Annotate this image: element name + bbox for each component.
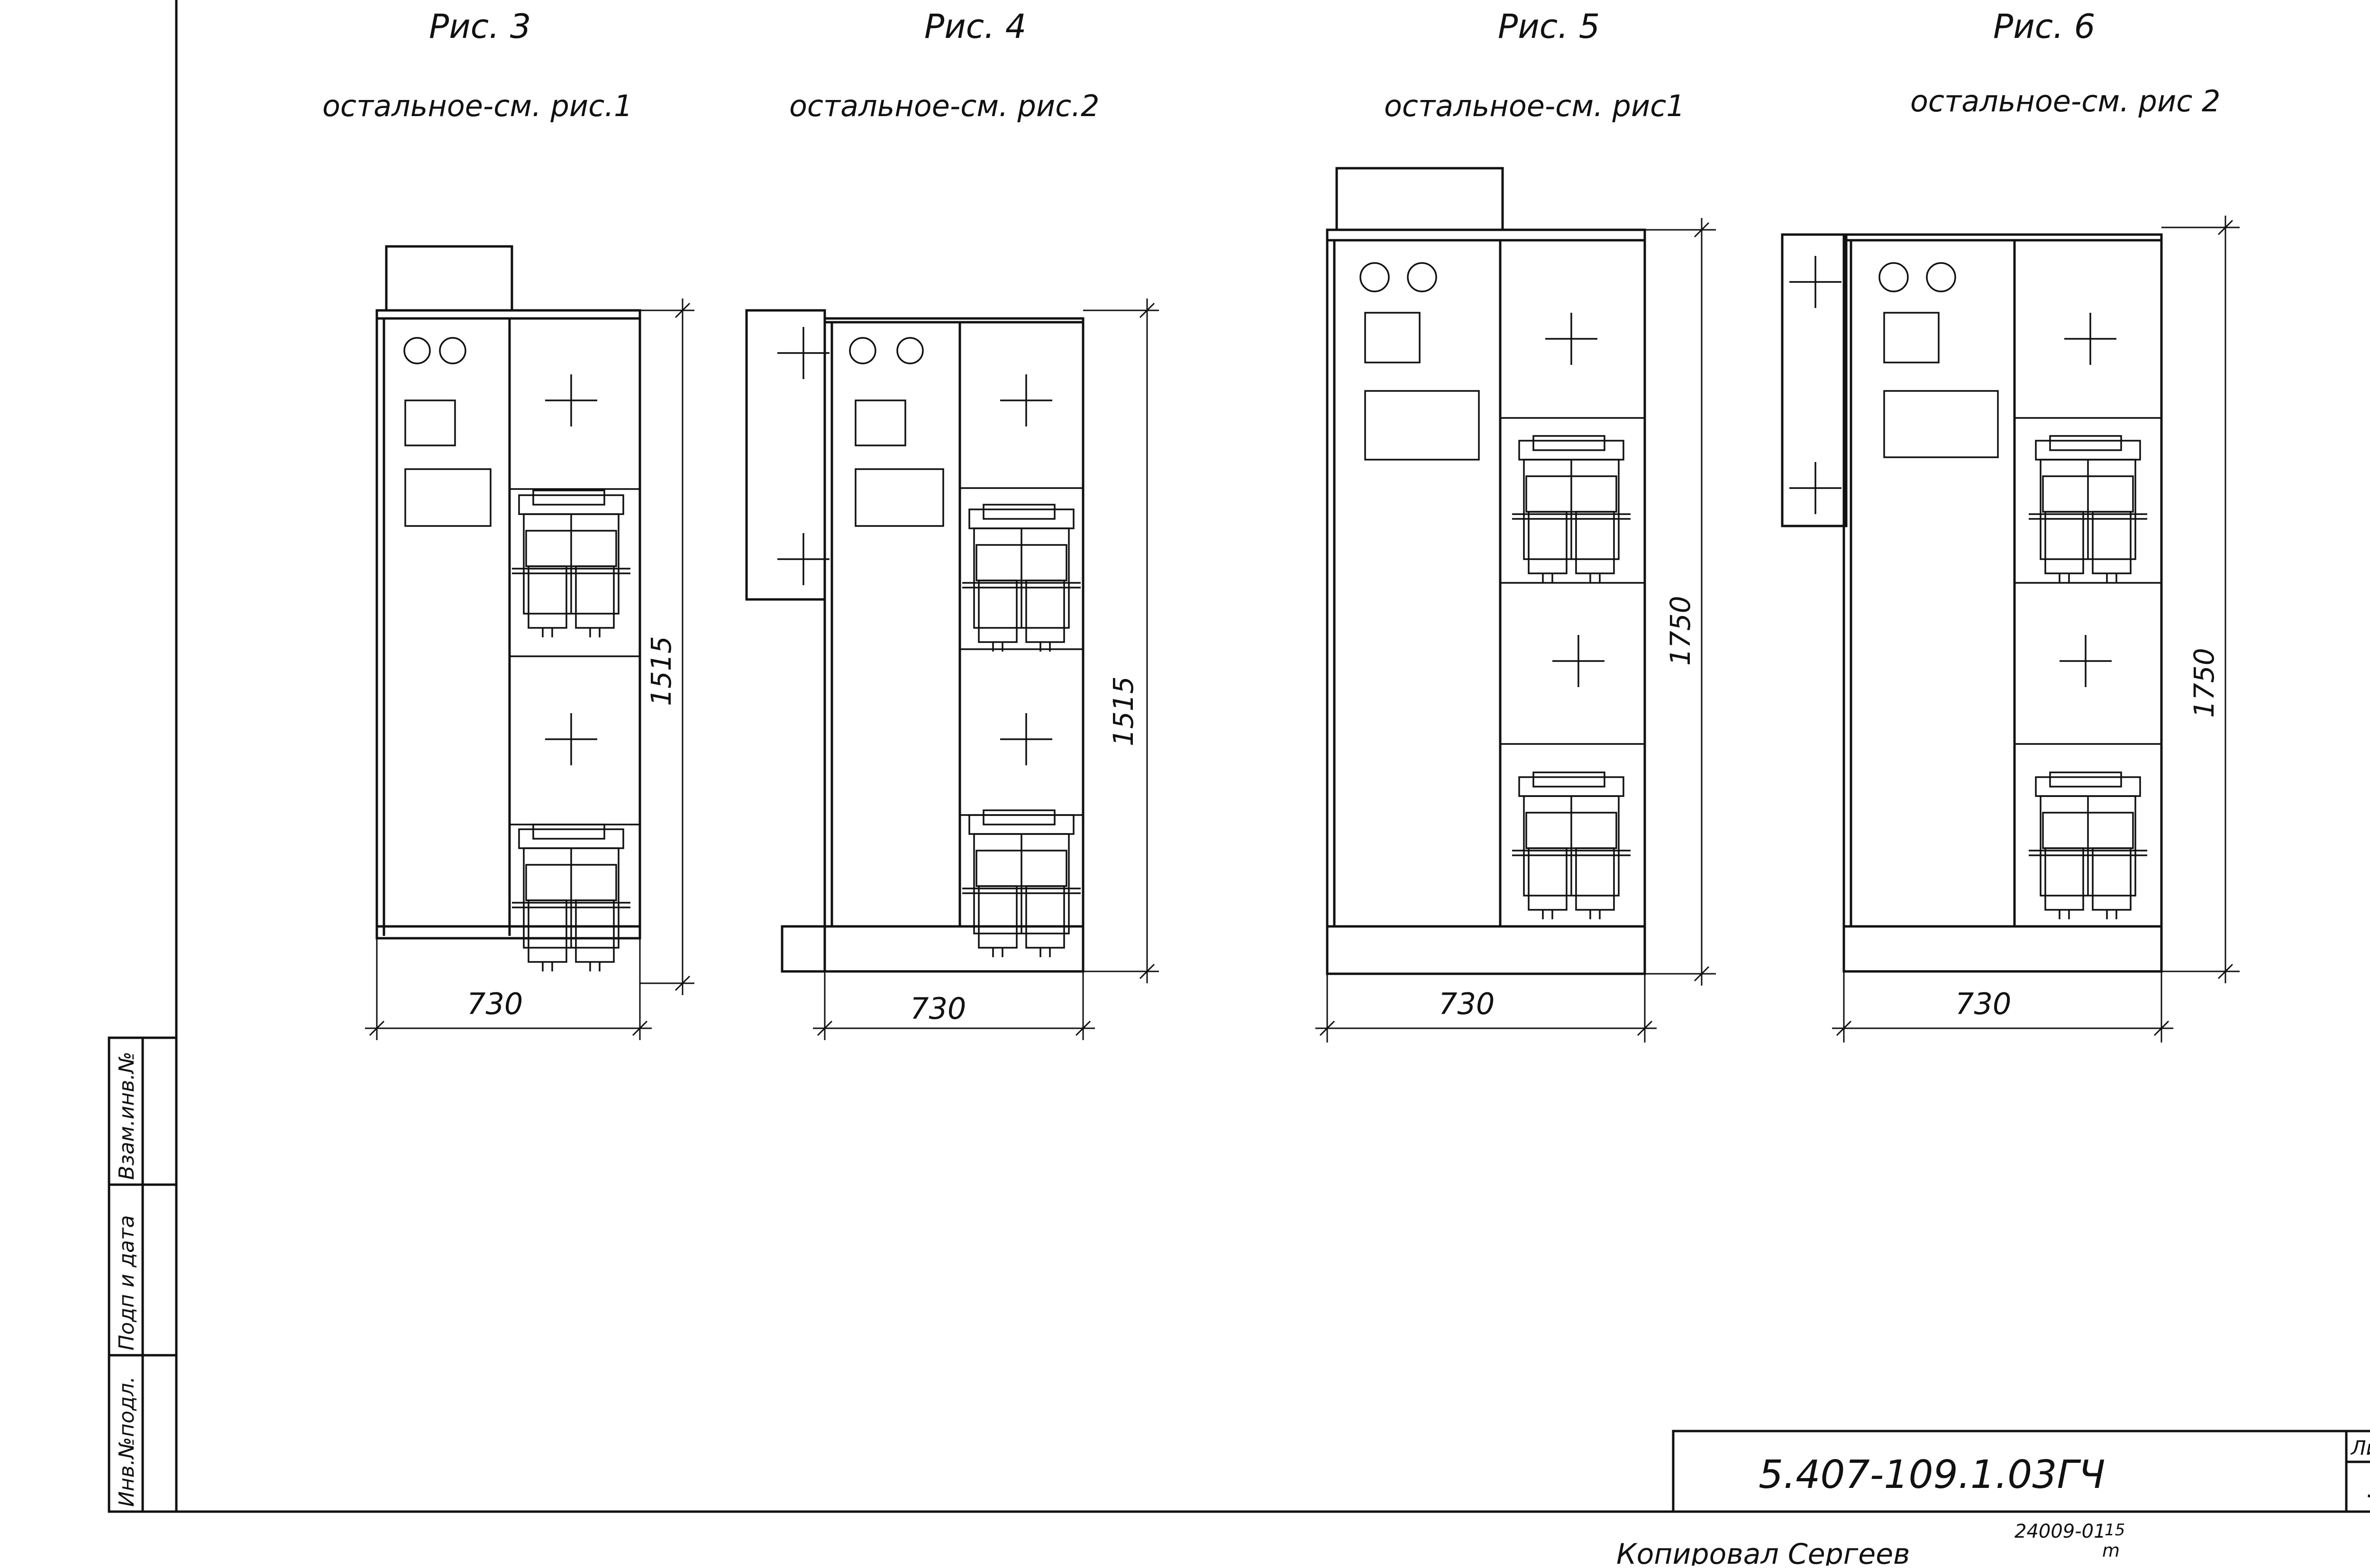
figure-6: Рис. 6 остальное-см. рис 2 [1781, 7, 2240, 1042]
figure-5-width-label: 730 [1439, 987, 1495, 1021]
figure-4-title: Рис. 4 [924, 7, 1026, 46]
figure-3-height-label: 1515 [645, 636, 677, 706]
side-stamp: Инв.№подл. Подп и дата Взам.инв.№ [108, 1036, 178, 1513]
figure-4: Рис. 4 остальное-см. рис.2 [745, 7, 1159, 1040]
stamp-inv-label: Инв.№подл. [115, 1376, 139, 1507]
footer: Копировал Сергеев 24009-01 15 m [1616, 1521, 2125, 1568]
figure-6-dimensions [1832, 216, 2240, 1042]
cabinet-6-drawing [1781, 233, 2163, 973]
figure-4-height-label: 1515 [1107, 676, 1139, 746]
stamp-sign-label: Подп и дата [115, 1215, 139, 1350]
figure-6-width-label: 730 [1955, 987, 2011, 1021]
figure-3-dimensions [365, 299, 694, 1040]
figure-5-height-label: 1750 [1664, 596, 1696, 666]
footer-copied-by: Копировал Сергеев [1616, 1538, 1910, 1566]
sheet-label: Лист [2350, 1436, 2370, 1459]
cabinet-5-drawing [1326, 167, 1646, 975]
stamp-replace-label: Взам.инв.№ [115, 1051, 139, 1180]
figure-3: Рис. 3 остальное-см. рис.1 [322, 7, 694, 1040]
cabinet-4-drawing [745, 309, 1085, 973]
document-number: 5.407-109.1.03ГЧ [1759, 1452, 2105, 1497]
figure-5-dimensions [1315, 218, 1716, 1042]
footer-order-number: 24009-01 [2014, 1521, 2106, 1542]
figure-6-note: остальное-см. рис 2 [1910, 84, 2220, 118]
footer-suffix: 15 [2105, 1521, 2125, 1540]
figure-6-title: Рис. 6 [1993, 7, 2095, 46]
figure-3-title: Рис. 3 [429, 7, 531, 46]
figure-6-height-label: 1750 [2188, 648, 2220, 718]
footer-suffix-sub: m [2102, 1540, 2120, 1561]
sheet-number: 3 [2368, 1471, 2370, 1505]
figure-4-dimensions [813, 299, 1159, 1040]
figure-4-note: остальное-см. рис.2 [789, 89, 1099, 123]
figure-3-note: остальное-см. рис.1 [322, 89, 632, 123]
title-block: 5.407-109.1.03ГЧ Лист 3 [1672, 1430, 2370, 1513]
figure-3-width-label: 730 [467, 987, 523, 1021]
cabinet-3-drawing [375, 245, 641, 972]
figure-5-title: Рис. 5 [1498, 7, 1600, 46]
figure-5: Рис. 5 остальное-см. рис1 [1315, 7, 1716, 1042]
figure-4-width-label: 730 [910, 991, 966, 1026]
figure-5-note: остальное-см. рис1 [1384, 89, 1685, 123]
